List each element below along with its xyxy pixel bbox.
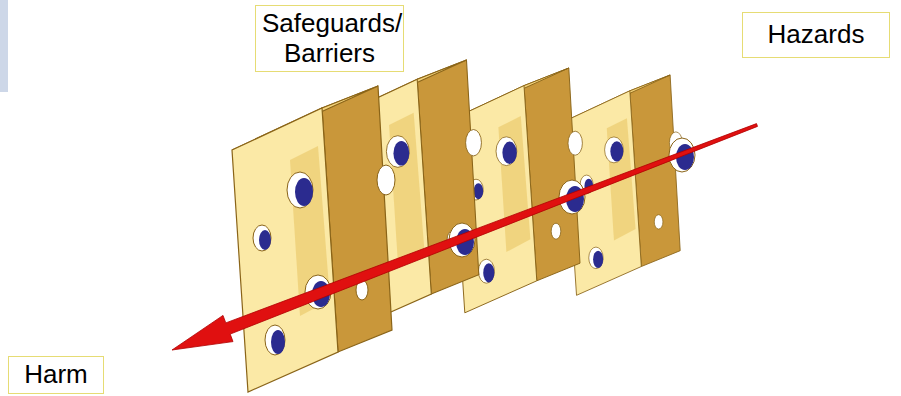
harm-label: Harm — [24, 360, 88, 389]
label-box: Harm — [8, 356, 104, 394]
label-box: Safeguards/ Barriers — [255, 5, 404, 72]
label-box: Hazards — [742, 12, 890, 58]
hazards-label: Hazards — [768, 20, 865, 49]
barriers-label: Safeguards/ Barriers — [262, 9, 397, 67]
